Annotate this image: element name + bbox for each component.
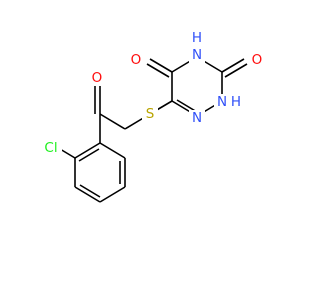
oxygen-top-label: O (131, 52, 142, 68)
bond-ar1 (74, 142, 101, 159)
bond-c3-o-b (224, 63, 248, 78)
nh-top-nitrogen-label: N (192, 47, 202, 63)
oxygen-right-label: O (252, 52, 263, 68)
molecule-canvas: O O H N N H N S O Cl (44, 30, 263, 203)
bond-ch2-cco (99, 113, 126, 130)
bond-c5-o-a (149, 58, 173, 73)
bond-ar3-inner (79, 184, 101, 198)
bond-ar3 (74, 186, 101, 203)
molecule-structure: O O H N N H N S O Cl (44, 30, 263, 203)
bond-ar6 (99, 142, 126, 159)
nh-right-nitrogen-label: N (217, 94, 227, 110)
bond-ar-cl (59, 148, 76, 159)
bond-c3-o-a (221, 58, 245, 73)
nh-top-hydrogen-label: H (192, 30, 202, 46)
bond-ar4 (99, 186, 126, 203)
nh-right-hydrogen-label: H (231, 94, 241, 110)
oxygen-ketone-label: O (92, 70, 103, 86)
sulfur-label: S (146, 106, 155, 122)
bond-c5-o-b (146, 63, 170, 78)
bond-ar1-inner (78, 148, 100, 162)
chlorine-label: Cl (44, 140, 57, 156)
nitrogen-bottom-label: N (192, 110, 202, 126)
